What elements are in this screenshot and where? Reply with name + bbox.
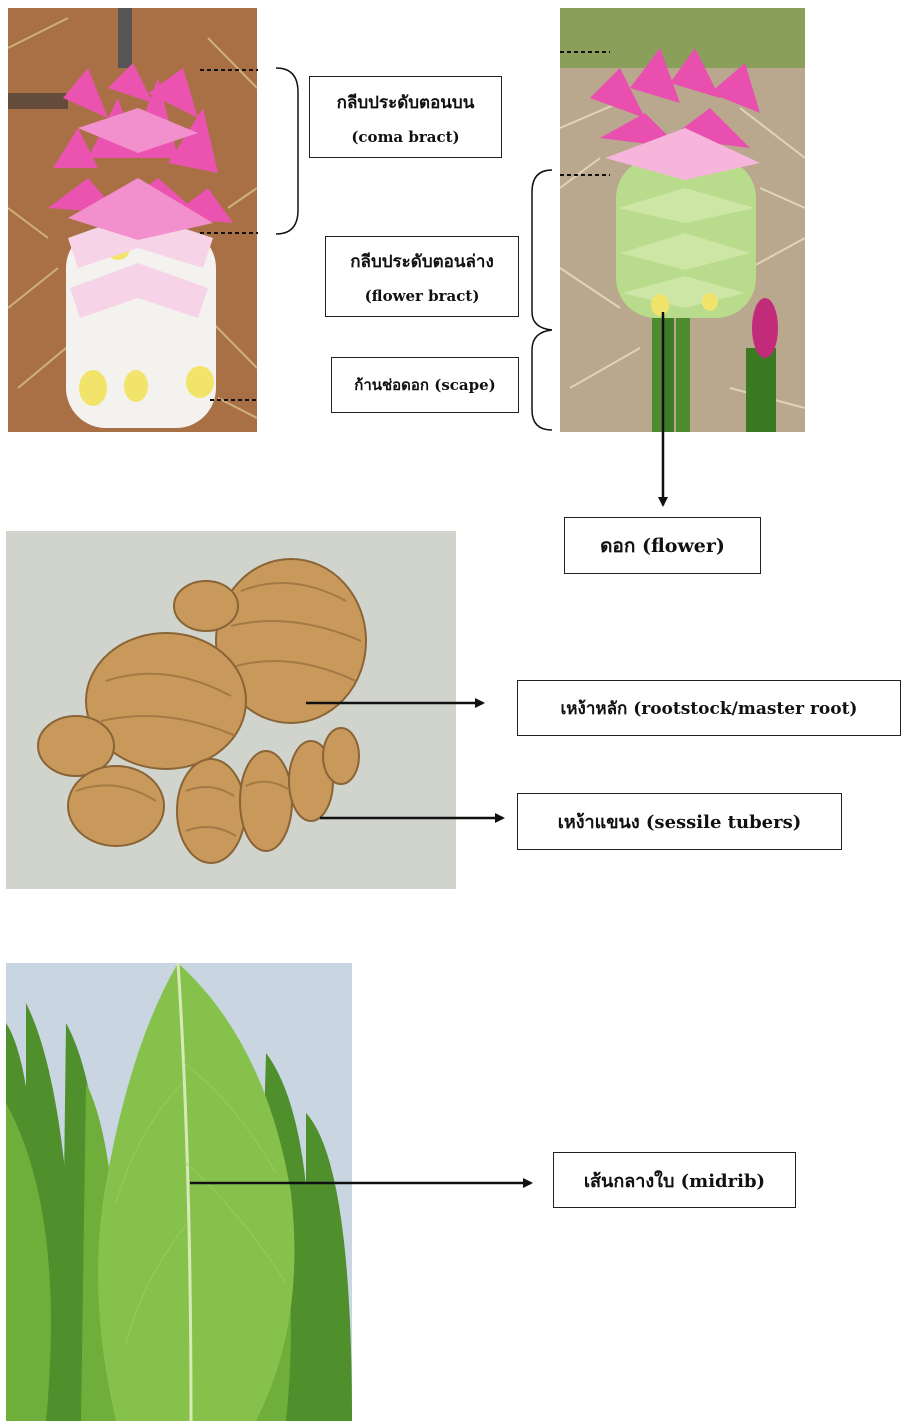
coma-bract-thai: กลีบประดับตอนบน <box>337 89 475 116</box>
rootstock-text: เหง้าหลัก (rootstock/master root) <box>561 695 858 722</box>
coma-bract-english: (coma bract) <box>351 128 459 146</box>
midrib-text: เส้นกลางใบ (midrib) <box>584 1166 765 1195</box>
rootstock-label: เหง้าหลัก (rootstock/master root) <box>517 680 901 736</box>
sessile-tubers-label: เหง้าแขนง (sessile tubers) <box>517 793 842 850</box>
coma-bract-label: กลีบประดับตอนบน (coma bract) <box>309 76 502 158</box>
scape-label: ก้านช่อดอก (scape) <box>331 357 519 413</box>
flower-bract-thai: กลีบประดับตอนล่าง <box>350 248 494 275</box>
coma-bract-bracket <box>276 68 298 234</box>
flower-bract-bracket <box>532 170 552 330</box>
midrib-label: เส้นกลางใบ (midrib) <box>553 1152 796 1208</box>
flower-text: ดอก (flower) <box>600 531 725 561</box>
flower-label: ดอก (flower) <box>564 517 761 574</box>
flower-bract-english: (flower bract) <box>365 287 480 305</box>
flower-bract-label: กลีบประดับตอนล่าง (flower bract) <box>325 236 519 317</box>
scape-bracket <box>532 330 552 430</box>
sessile-tubers-text: เหง้าแขนง (sessile tubers) <box>558 807 802 836</box>
scape-text: ก้านช่อดอก (scape) <box>354 373 496 397</box>
